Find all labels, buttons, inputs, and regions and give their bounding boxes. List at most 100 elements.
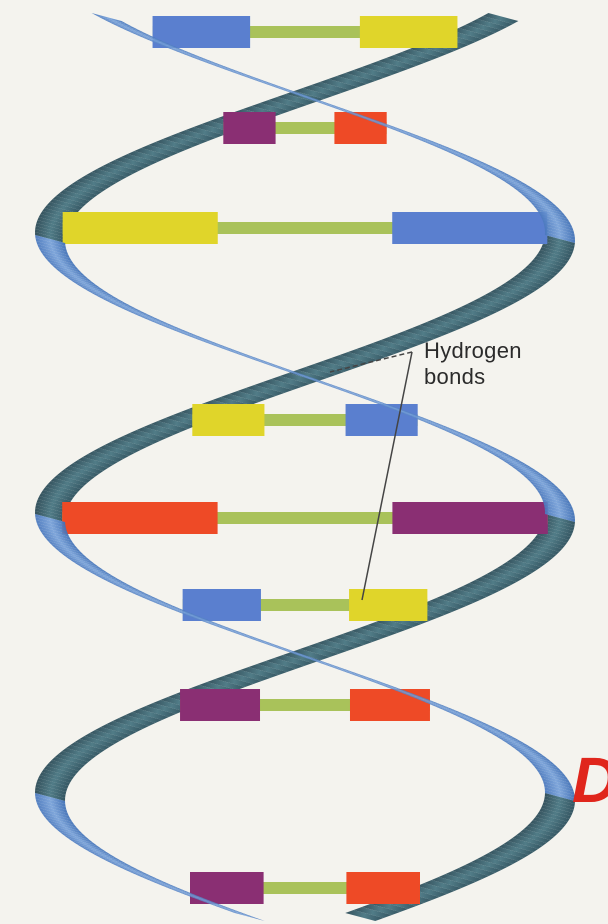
- strand-a-front-segment: [450, 433, 487, 444]
- strand-b-front-segment: [243, 76, 281, 87]
- strand-a-front-segment: [207, 343, 245, 354]
- strand-a-front-segment: [224, 349, 262, 360]
- nucleotide-base-left: [192, 404, 264, 436]
- strand-a-front-segment: [443, 430, 480, 441]
- strand-a-front-segment: [183, 334, 221, 345]
- strand-a-front-segment: [457, 436, 493, 447]
- strand-b-front-segment: [235, 73, 273, 84]
- strand-a-front-segment: [146, 319, 183, 330]
- strand-a-front-segment: [429, 424, 466, 435]
- strand-b-front-segment: [263, 643, 302, 654]
- strand-b-front-segment: [202, 61, 240, 72]
- nucleotide-base-right: [392, 212, 547, 244]
- strand-b-front-segment: [178, 52, 216, 63]
- strand-b-front-segment: [312, 100, 351, 111]
- strand-b-front-segment: [465, 160, 501, 171]
- strand-a-front-segment: [343, 391, 381, 402]
- strand-b-front-segment: [331, 667, 369, 678]
- strand-a-front-segment: [326, 385, 364, 396]
- nucleotide-base-left: [63, 212, 218, 244]
- strand-b-front-segment: [144, 598, 181, 609]
- strand-a-front-segment: [422, 421, 459, 432]
- strand-b-front-segment: [254, 640, 293, 651]
- hydrogen-bonds-label: Hydrogen bonds: [424, 338, 522, 390]
- strand-b-front-segment: [171, 49, 209, 60]
- strand-a-front-segment: [334, 388, 372, 399]
- label-line-2: bonds: [424, 364, 522, 390]
- strand-b-front-segment: [432, 145, 469, 156]
- strand-a-front-segment: [121, 868, 158, 879]
- base-pair: [153, 16, 458, 48]
- strand-a-front-segment: [249, 358, 287, 369]
- nucleotide-base-right: [360, 16, 458, 48]
- strand-b-front-segment: [221, 628, 259, 639]
- strand-a-front-segment: [317, 382, 356, 393]
- strand-b-front-segment: [434, 706, 471, 717]
- strand-a-front-segment: [226, 910, 264, 921]
- strand-b-front-segment: [427, 703, 464, 714]
- base-pair: [62, 502, 548, 534]
- nucleotide-base-right: [346, 404, 418, 436]
- strand-b-front-segment: [109, 22, 145, 33]
- strand-a-front-segment: [141, 877, 178, 888]
- strand-b-front-segment: [186, 55, 224, 66]
- strand-a-front-segment: [218, 907, 256, 918]
- strand-a-front-segment: [113, 304, 149, 315]
- leader-line-lower: [362, 352, 412, 600]
- strand-b-front-segment: [218, 67, 256, 78]
- label-line-1: Hydrogen: [424, 338, 522, 364]
- strand-a-front-segment: [191, 337, 229, 348]
- strand-b-front-segment: [439, 148, 476, 159]
- strand-a-front-segment: [115, 865, 151, 876]
- cropped-heading-letter: D: [572, 748, 608, 812]
- nucleotide-base-right: [346, 872, 420, 904]
- base-pair: [192, 404, 417, 436]
- nucleotide-base-right: [349, 589, 427, 621]
- strand-b-front-segment: [103, 19, 139, 30]
- strand-b-front-segment: [210, 64, 248, 75]
- strand-a-front-segment: [161, 325, 198, 336]
- strand-b-front-segment: [111, 583, 147, 594]
- strand-a-front-segment: [168, 328, 206, 339]
- strand-a-front-segment: [107, 301, 143, 312]
- strand-a-front-segment: [109, 862, 145, 873]
- nucleotide-base-left: [180, 689, 260, 721]
- strand-b-front-segment: [97, 16, 133, 27]
- strand-a-front-segment: [309, 379, 348, 390]
- strand-b-front-segment: [194, 58, 232, 69]
- strand-b-front-segment: [117, 586, 153, 597]
- nucleotide-base-left: [62, 502, 217, 534]
- strand-b-front-segment: [151, 601, 188, 612]
- nucleotide-base-left: [223, 112, 275, 144]
- strand-b-front-segment: [137, 595, 174, 606]
- strand-a-front-segment: [176, 331, 214, 342]
- strand-a-front-segment: [463, 439, 499, 450]
- strand-a-front-segment: [156, 883, 193, 894]
- strand-b-front-segment: [260, 82, 299, 93]
- strand-a-front-segment: [436, 427, 473, 438]
- strand-a-front-segment: [139, 316, 176, 327]
- strand-a-front-segment: [351, 394, 389, 405]
- strand-b-front-segment: [448, 712, 485, 723]
- strand-b-front-segment: [410, 136, 448, 147]
- strand-b-front-segment: [455, 715, 491, 726]
- strand-a-front-segment: [153, 322, 190, 333]
- strand-b-front-segment: [402, 133, 440, 144]
- base-pair: [190, 872, 420, 904]
- strand-b-front-segment: [205, 622, 243, 633]
- strand-a-front-segment: [240, 355, 278, 366]
- strand-b-front-segment: [365, 679, 403, 690]
- strand-b-front-segment: [348, 673, 386, 684]
- strand-a-front-segment: [415, 418, 452, 429]
- strand-b-front-segment: [441, 709, 478, 720]
- strand-b-front-segment: [323, 664, 361, 675]
- strand-b-front-segment: [386, 127, 424, 138]
- strand-b-front-segment: [417, 139, 454, 150]
- strand-a-front-segment: [132, 313, 169, 324]
- nucleotide-base-right: [350, 689, 430, 721]
- strand-a-front-segment: [134, 874, 171, 885]
- strand-b-front-segment: [115, 25, 151, 36]
- strand-b-front-segment: [252, 79, 291, 90]
- strand-a-front-segment: [126, 310, 163, 321]
